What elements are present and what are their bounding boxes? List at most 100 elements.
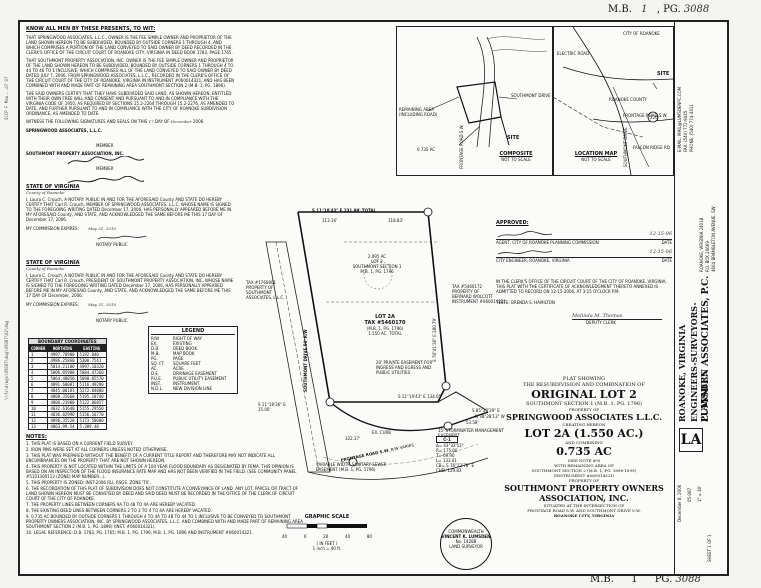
- bearing-b: N 38°28'13" W: [475, 414, 505, 419]
- tb-creating: CREATING HEREON: [562, 422, 606, 427]
- legend-abbr: R/W: [151, 336, 160, 341]
- firm-strip: E-MAIL: MAIL@LUMSDENPC.COM FAX: (540) 77…: [674, 22, 728, 574]
- tax2-inst: INSTRUMENT #060014321: [452, 299, 506, 304]
- firm-sheet: SHEET 1 OF 1: [707, 534, 712, 562]
- location-county: ROANOKE COUNTY: [609, 97, 647, 102]
- curve-row: L= 133.01: [436, 458, 457, 463]
- lot2a-name: LOT 2A: [375, 314, 395, 320]
- location-site: SITE: [657, 71, 670, 77]
- table-cell: 4997.70900: [47, 351, 78, 358]
- notary1-expires-row: MY COMMISSION EXPIRES: May 31, 2010: [26, 226, 236, 231]
- bearing-south-text: S 11°19'43" E: [398, 394, 426, 399]
- southmont-rw: 50' R/W: [303, 329, 308, 347]
- tax1-prop: PROPERTY OF: [246, 285, 274, 290]
- clerk-certificate: IN THE CLERK'S OFFICE OF THE CIRCUIT COU…: [496, 279, 667, 294]
- company1: SPRINGWOOD ASSOCIATES, L.L.C.: [26, 128, 103, 133]
- notary2-signature: [97, 311, 149, 315]
- composite-sub: NOT TO SCALE: [501, 157, 531, 162]
- legend-abbr: D.E.: [151, 371, 160, 376]
- tb-at: FRONTAGE ROAD S.W. AND SOUTHMONT DRIVE S…: [527, 508, 641, 513]
- notary1-label: NOTARY PUBLIC: [96, 242, 128, 247]
- note-item: 6. THE RECORDATION OF THIS PLAT OF SUBDI…: [26, 486, 299, 501]
- note-item: 5. THIS PROPERTY IS ZONED: INST-2006 RLI…: [26, 480, 151, 485]
- legend-row: P.U.E. PUBLIC UTILITY EASEMENT: [151, 376, 235, 381]
- legend-row: D.B.DEED BOOK: [151, 346, 235, 351]
- composite-area: 0.735 AC: [417, 147, 436, 152]
- note-item: 8. THE EXISTING DEED LINES BETWEEN CORNE…: [26, 508, 213, 513]
- tb-sec1: SOUTHMONT SECTION 1 (M.B. 1, PG. 1796): [526, 401, 642, 407]
- approved-date-1: 12-15-06: [649, 231, 672, 237]
- table-cell: 5084.47260: [76, 369, 107, 376]
- composite-road: SOUTHMONT DRIVE: [511, 93, 551, 98]
- approved-role-2: CITY ENGINEER, ROANOKE, VIRGINIA: [496, 258, 570, 263]
- table-cell: 5173.50600: [76, 417, 107, 424]
- firm-date: December 8, 2006: [677, 484, 682, 522]
- tb-city: ROANOKE CITY, VIRGINIA: [553, 513, 615, 518]
- legend-meaning: INSTRUMENT: [173, 381, 200, 386]
- company2: SOUTHMONT PROPERTY ASSOCIATION, INC.: [26, 151, 124, 156]
- table-cell: 5195.18740: [76, 393, 107, 400]
- boundary-header-cell: CORNER: [27, 345, 49, 352]
- note-item: 3. THIS PLAT WAS PREPARED WITHOUT THE BE…: [26, 453, 275, 463]
- table-cell: 5155.29550: [76, 405, 107, 412]
- scale-tick: 0: [303, 534, 307, 539]
- signature-1: [66, 151, 146, 165]
- pg-label: PG.: [663, 4, 681, 15]
- approved-signature-1: [497, 231, 553, 238]
- firm-logo: LA: [679, 428, 703, 452]
- notary2-body: I, Laura C. Crouch, A NOTARY PUBLIC IN A…: [26, 273, 234, 298]
- firm-fax: FAX: (540) 772-9445: [683, 110, 688, 152]
- dedication-para2: THAT SOUTHMONT PROPERTY ASSOCIATION, INC…: [26, 58, 235, 88]
- table-cell: 5006.05980: [47, 369, 78, 376]
- curve-row: CB= S 76°22'78" E: [436, 463, 474, 468]
- approved-date-label-1: DATE: [661, 240, 672, 245]
- approved-role-1: AGENT, CITY OF ROANOKE PLANNING COMMISSI…: [496, 240, 599, 245]
- witness-line: WITNESS THE FOLLOWING SIGNATURES AND SEA…: [26, 119, 236, 124]
- tb-orig-lot: ORIGINAL LOT 2: [531, 388, 637, 401]
- table-cell: 5014.21100: [47, 363, 78, 370]
- table-cell: 4986.25860: [47, 357, 78, 364]
- table-cell: 4806.23900: [47, 399, 78, 406]
- company2-role: MEMBER: [96, 166, 114, 171]
- approved-title: APPROVED:: [496, 220, 529, 226]
- tax2-owner: BERNARD WOLCOTT: [452, 294, 493, 299]
- footer-pg-label: PG.: [654, 574, 673, 585]
- tb-property-of2: PROPERTY OF: [568, 478, 600, 483]
- notary1-signature-row: NOTARY PUBLIC: [96, 234, 236, 247]
- table-cell: 5272.84880: [76, 387, 107, 394]
- approved-block: APPROVED: 12-15-06 AGENT, CITY OF ROANOK…: [496, 220, 672, 325]
- tb-property-of: PROPERTY OF: [568, 407, 600, 412]
- mb-sep: ,: [656, 4, 660, 15]
- approved-sig-row-1: 12-15-06: [496, 231, 672, 240]
- note-item: 7. THE PROPERTY LINES BETWEEN CORNERS 9A…: [26, 502, 197, 507]
- dedication-title: KNOW ALL MEN BY THESE PRESENTS, TO WIT:: [26, 26, 156, 32]
- location-city: CITY OF ROANOKE: [623, 31, 660, 36]
- ex-lot-section: SOUTHMONT SECTION 1: [352, 264, 402, 269]
- signature-scribble-2: [67, 175, 145, 184]
- curve-row: R= 175.00: [436, 448, 458, 453]
- lot-2a-boundary: [297, 211, 447, 403]
- location-title-block: LOCATION MAP NOT TO SCALE: [561, 151, 631, 162]
- dist-b: 53.58': [466, 420, 479, 425]
- north-bearing: S 11°18'43" E 231.99' TOTAL: [312, 208, 376, 213]
- corner-4: [441, 381, 451, 391]
- legend-abbr: INST.: [151, 381, 161, 386]
- tb-plat-showing: PLAT SHOWING: [562, 376, 606, 382]
- ex-lot-ref: M.B. 1, PG. 1796: [360, 269, 394, 274]
- location-drawing: [552, 26, 674, 176]
- seal-surveyor: LAND SURVEYOR: [449, 544, 483, 549]
- witness-day-of: DAY OF: [155, 119, 170, 124]
- legend-meaning: PUBLIC UTILITY EASEMENT: [173, 376, 227, 381]
- legend-abbr: P.U.E.: [151, 376, 163, 381]
- bearing-south: S 11°19'43" E 134.05': [398, 394, 442, 399]
- table-cell: 5098.05570: [76, 375, 107, 382]
- tb-owner1: SPRINGWOOD ASSOCIATES L.L.C.: [506, 412, 662, 422]
- note-item: 2. IRON PINS WERE SET AT ALL CORNERS UNL…: [26, 447, 168, 452]
- dist-a: 322.37': [345, 436, 361, 441]
